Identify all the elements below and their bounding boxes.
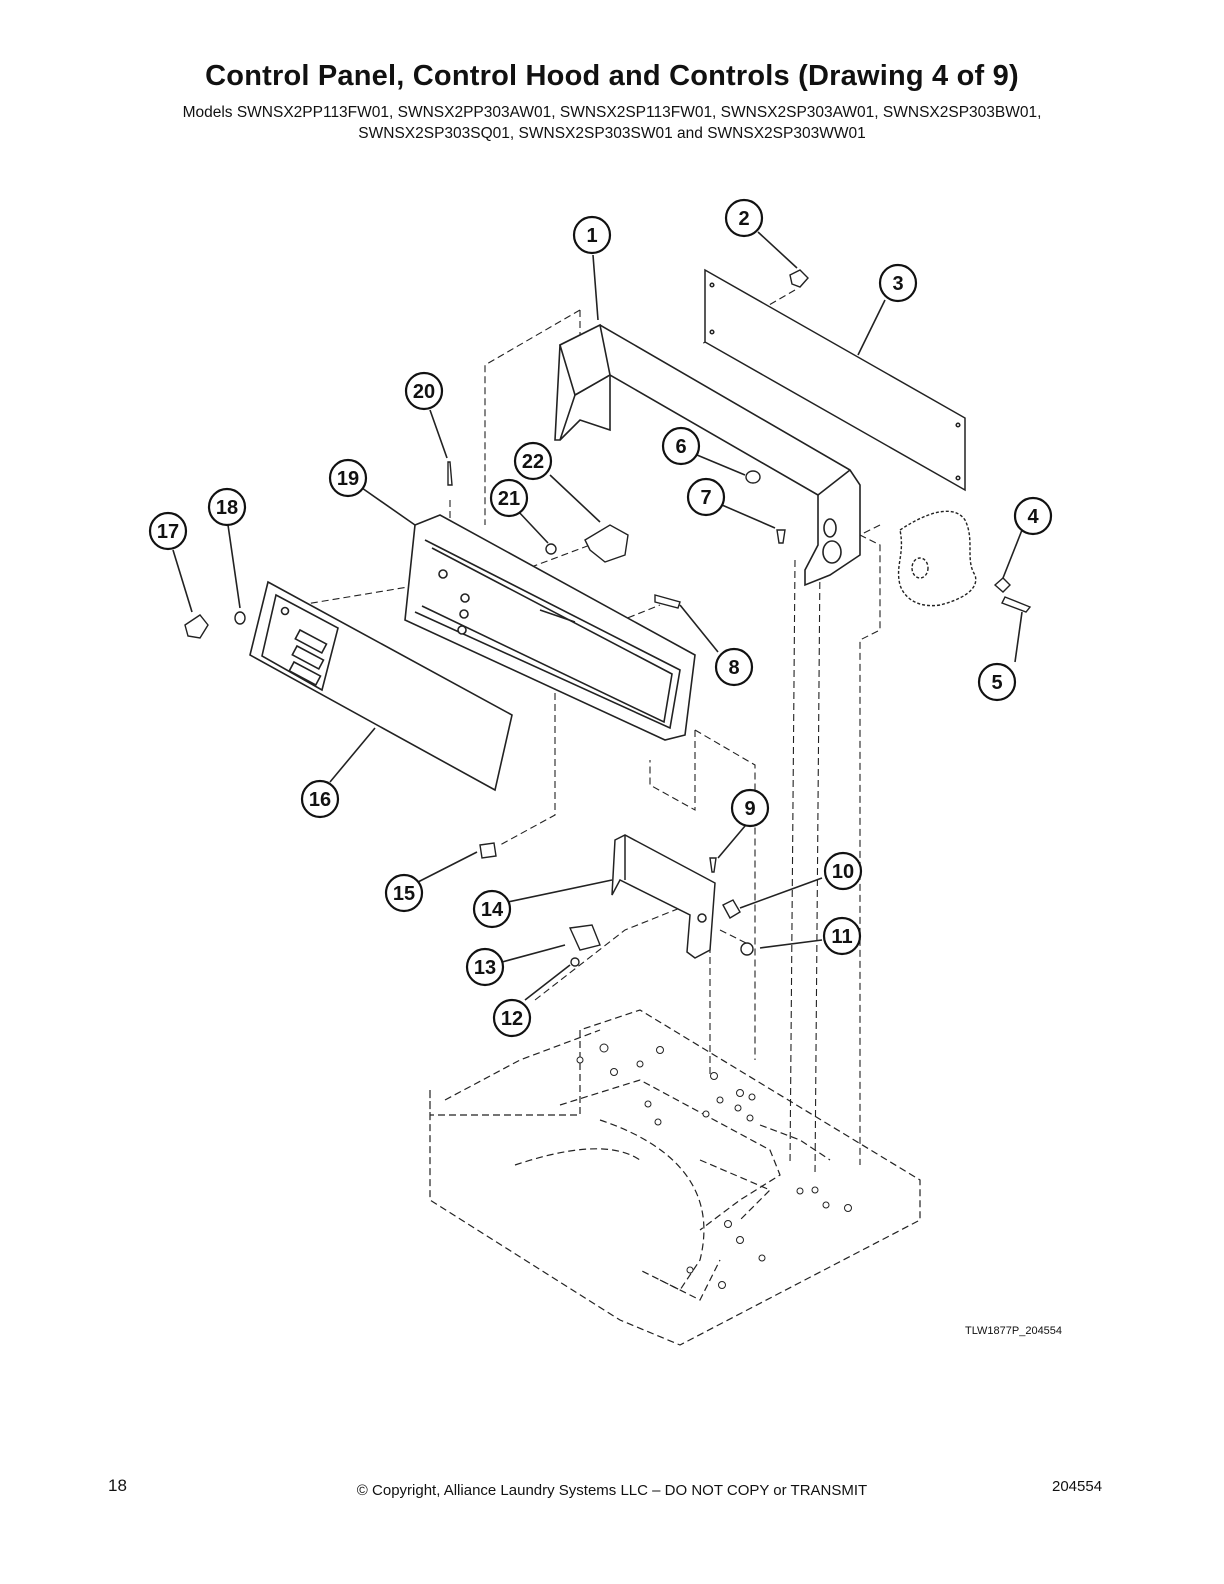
callout-6: 6	[661, 426, 701, 466]
clip-10	[722, 899, 741, 919]
callout-5: 5	[977, 662, 1017, 702]
callout-4: 4	[1013, 496, 1053, 536]
callout-21: 21	[489, 478, 529, 518]
svg-text:10: 10	[832, 861, 854, 883]
washer-18	[234, 611, 246, 625]
svg-text:16: 16	[309, 789, 331, 811]
nut-6	[745, 470, 761, 484]
svg-text:18: 18	[216, 497, 238, 519]
callout-15: 15	[384, 873, 424, 913]
svg-text:9: 9	[744, 798, 755, 820]
callout-18: 18	[207, 487, 247, 527]
switch-13	[568, 924, 601, 951]
callout-10: 10	[823, 851, 863, 891]
small-hardware-parts	[184, 269, 1032, 967]
callout-22: 22	[513, 441, 553, 481]
svg-text:3: 3	[892, 273, 903, 295]
callout-16: 16	[300, 779, 340, 819]
copyright-notice: © Copyright, Alliance Laundry Systems LL…	[356, 1482, 868, 1499]
svg-text:14: 14	[481, 899, 504, 921]
svg-text:5: 5	[991, 672, 1002, 694]
screw-7	[776, 529, 786, 544]
grommet-11	[740, 942, 754, 956]
control-panel-overlay-part	[249, 580, 513, 792]
washer-21	[545, 543, 557, 555]
callout-19: 19	[328, 458, 368, 498]
lamp-8	[654, 594, 681, 609]
base-cabinet-outline	[429, 1009, 921, 1346]
callout-9: 9	[730, 788, 770, 828]
svg-text:4: 4	[1027, 506, 1039, 528]
electronics-bracket-part	[611, 834, 716, 959]
svg-text:20: 20	[413, 381, 435, 403]
base-cabinet-holes	[576, 1043, 852, 1289]
control-hood-part	[554, 323, 861, 587]
svg-text:1: 1	[586, 225, 597, 247]
callout-12: 12	[492, 998, 532, 1038]
bolt-5	[1001, 596, 1032, 613]
svg-text:12: 12	[501, 1008, 523, 1030]
callout-leader-lines	[172, 231, 1023, 1001]
page-number: 18	[108, 1476, 127, 1495]
callout-2: 2	[724, 198, 764, 238]
svg-text:13: 13	[474, 957, 496, 979]
models-line-2: SWNSX2SP303SQ01, SWNSX2SP303SW01 and SWN…	[358, 125, 866, 142]
callout-7: 7	[686, 477, 726, 517]
screw-20	[447, 461, 453, 486]
washer-4	[993, 577, 1011, 593]
callout-13: 13	[465, 947, 505, 987]
callout-20: 20	[404, 371, 444, 411]
svg-text:15: 15	[393, 883, 415, 905]
callout-3: 3	[878, 263, 918, 303]
callout-11: 11	[822, 916, 862, 956]
knob-17	[184, 614, 209, 639]
svg-text:6: 6	[675, 436, 686, 458]
plug-15	[479, 842, 497, 859]
document-number: 204554	[1052, 1478, 1103, 1495]
callout-17: 17	[148, 511, 188, 551]
svg-text:8: 8	[728, 657, 739, 679]
page-title: Control Panel, Control Hood and Controls…	[205, 60, 1019, 92]
svg-text:22: 22	[522, 451, 544, 473]
svg-text:19: 19	[337, 468, 359, 490]
svg-text:21: 21	[498, 488, 520, 510]
console-frame-part	[404, 514, 696, 741]
models-line-1: Models SWNSX2PP113FW01, SWNSX2PP303AW01,…	[182, 104, 1042, 121]
screw-9	[709, 857, 717, 873]
screw-2	[789, 269, 809, 288]
callout-14: 14	[472, 889, 512, 929]
svg-text:11: 11	[831, 926, 852, 948]
drawing-reference: TLW1877P_204554	[965, 1325, 1063, 1337]
rear-panel-part	[704, 268, 966, 492]
callout-8: 8	[714, 647, 754, 687]
svg-text:7: 7	[700, 487, 711, 509]
callout-1: 1	[572, 215, 612, 255]
svg-text:2: 2	[738, 208, 749, 230]
svg-text:17: 17	[157, 521, 179, 543]
right-bracket-part	[897, 510, 977, 607]
switch-22	[584, 524, 629, 563]
nut-12	[570, 957, 580, 967]
